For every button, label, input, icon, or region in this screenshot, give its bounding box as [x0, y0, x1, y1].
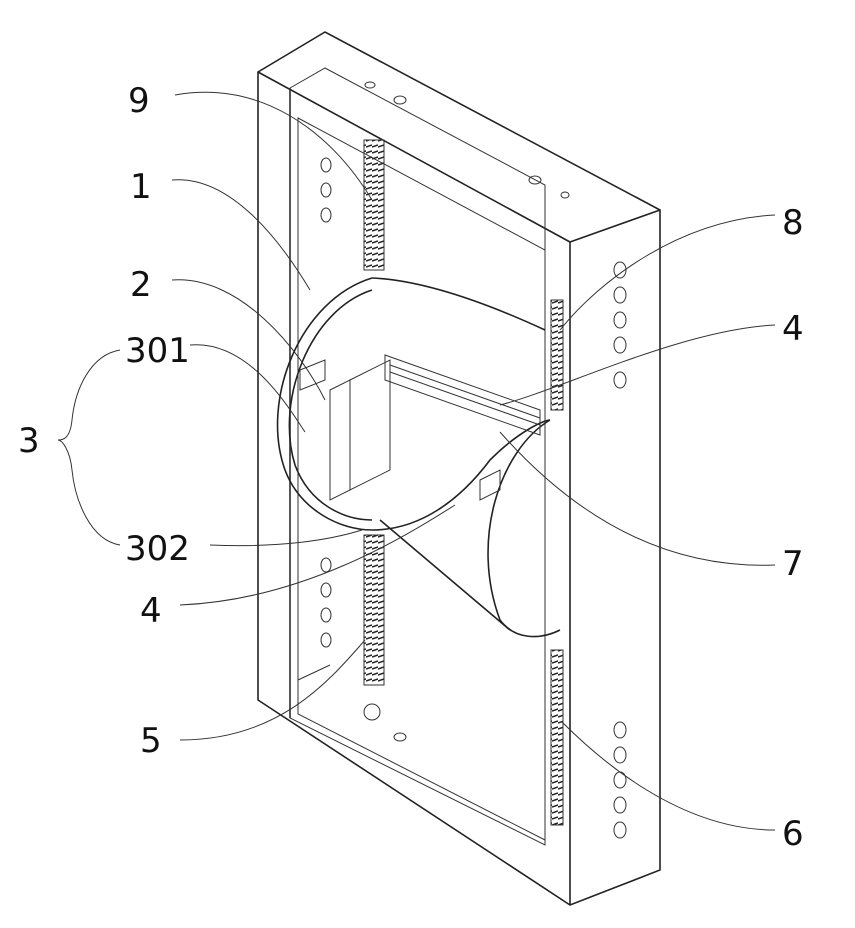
frame-outline: [258, 32, 660, 905]
label-5: 5: [140, 721, 162, 761]
label-7: 7: [782, 544, 804, 584]
label-3: 3: [18, 421, 40, 461]
label-301: 301: [125, 331, 190, 371]
label-6: 6: [782, 814, 804, 854]
label-8: 8: [782, 203, 804, 243]
label-2: 2: [130, 265, 152, 305]
rotating-body: [278, 278, 560, 637]
frame: [258, 32, 660, 905]
label-4-left: 4: [140, 591, 162, 631]
label-4-right: 4: [782, 309, 804, 349]
springs: [364, 140, 563, 825]
label-9: 9: [128, 81, 150, 121]
label-1: 1: [130, 167, 152, 207]
leader-lines: [58, 92, 775, 830]
label-302: 302: [125, 529, 190, 569]
